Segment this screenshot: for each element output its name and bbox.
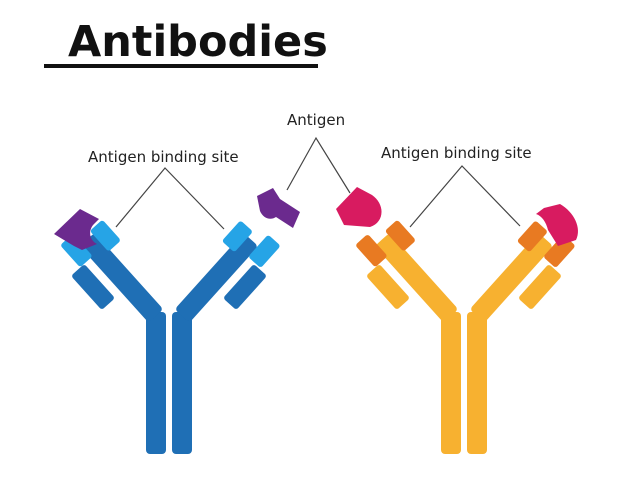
orange-light-chain-left	[367, 265, 409, 309]
blue-variable-domain-right-outer	[249, 235, 280, 267]
blue-heavy-chain-stem-right	[172, 312, 192, 454]
label-antigen-binding-site-left: Antigen binding site	[88, 148, 239, 166]
pointer-right-binding-site	[409, 165, 521, 228]
pointer-antigen	[286, 136, 351, 194]
antigen-purple-bound	[54, 209, 99, 250]
pointer-left-binding-site	[115, 167, 225, 230]
orange-heavy-chain-stem-left	[441, 312, 461, 454]
orange-variable-domain-left-inner	[385, 220, 415, 251]
pointer-lines	[115, 136, 521, 230]
blue-variable-domain-left-inner	[90, 220, 120, 251]
orange-antibody	[356, 220, 575, 454]
blue-heavy-chain-arm-right	[176, 234, 257, 322]
orange-light-chain-right	[519, 265, 561, 309]
blue-light-chain-right	[224, 265, 266, 309]
label-antigen: Antigen	[287, 111, 346, 129]
orange-variable-domain-right-outer	[544, 235, 575, 267]
orange-heavy-chain-arm-left	[376, 234, 457, 322]
blue-heavy-chain-arm-left	[81, 234, 162, 322]
antigen-magenta-free	[336, 187, 382, 227]
orange-heavy-chain-arm-right	[471, 234, 552, 322]
title-underline	[44, 64, 318, 68]
label-antigen-binding-site-right: Antigen binding site	[381, 144, 532, 162]
blue-heavy-chain-stem-left	[146, 312, 166, 454]
blue-light-chain-left	[72, 265, 114, 309]
antigen-purple-free	[257, 188, 300, 228]
orange-heavy-chain-stem-right	[467, 312, 487, 454]
blue-variable-domain-right-inner	[222, 221, 252, 252]
blue-antibody	[61, 220, 280, 454]
antigen-magenta-bound	[536, 204, 579, 246]
orange-variable-domain-left-outer	[356, 235, 387, 267]
page-title: Antibodies	[68, 17, 328, 67]
orange-variable-domain-right-inner	[517, 221, 547, 252]
